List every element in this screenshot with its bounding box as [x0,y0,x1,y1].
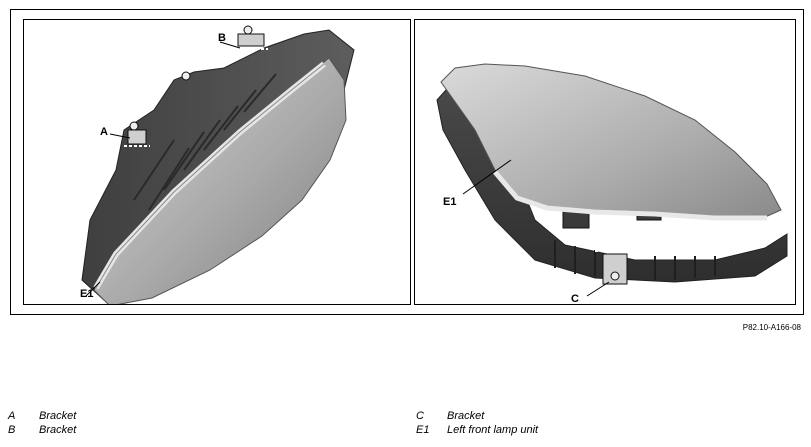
left-view-panel: B A E1 [23,19,411,305]
leader-c [586,281,610,297]
bracket-a-screw [129,121,139,131]
lens-rim-edge [95,63,325,289]
legend-item: E1 Left front lamp unit [416,423,716,437]
callout-a: A [100,126,108,138]
left-lamp-illustration [81,25,355,304]
legend-key: B [8,424,16,436]
bracket-b-shape [237,33,265,47]
legend-description: Bracket [39,410,77,422]
leader-b [219,41,241,49]
lens-rim-right [493,170,767,221]
right-lamp-illustration [436,63,788,297]
housing-ribs [133,73,277,211]
callout-b: B [218,32,226,44]
legend-left-column: A Bracket B Bracket [8,409,308,437]
callout-e1-left: E1 [80,288,94,300]
legend-item: C Bracket [416,409,716,423]
right-view-panel: E1 C [414,19,796,305]
legend-item: A Bracket [8,409,308,423]
leader-a [109,133,131,139]
legend-description: Bracket [39,424,77,436]
housing-bolt [181,71,191,81]
legend-description: Bracket [447,410,485,422]
legend-right-column: C Bracket E1 Left front lamp unit [416,409,716,437]
legend-key: C [416,410,424,422]
leader-e1-left [85,281,101,297]
figure-frame: B A E1 [10,9,804,315]
bracket-b-screw [243,25,253,35]
housing-fins [554,240,716,280]
callout-e1-right: E1 [443,196,457,208]
leader-e1-right [462,159,512,195]
figure-reference-code: P82.10-A166-08 [742,323,801,332]
bracket-a-shape [127,129,147,145]
callout-c: C [571,293,579,305]
legend-key: E1 [416,424,430,436]
legend-description: Left front lamp unit [447,424,539,436]
legend-key: A [8,410,16,422]
bracket-c-screw [610,271,620,281]
legend-item: B Bracket [8,423,308,437]
